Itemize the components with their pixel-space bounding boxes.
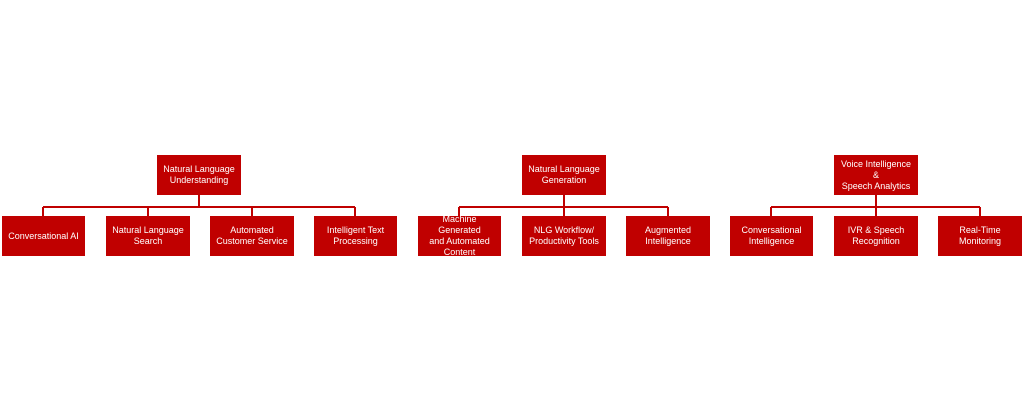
node-automated-customer-service: Automated Customer Service [210,216,294,256]
node-voice-intelligence-speech-analytics: Voice Intelligence & Speech Analytics [834,155,918,195]
node-label: Natural Language Search [112,225,184,246]
node-ivr-speech-recognition: IVR & Speech Recognition [834,216,918,256]
node-conversational-intelligence: Conversational Intelligence [730,216,813,256]
node-label: Conversational AI [8,230,79,241]
node-label: Natural Language Generation [528,164,600,185]
node-natural-language-understanding: Natural Language Understanding [157,155,241,195]
node-natural-language-generation: Natural Language Generation [522,155,606,195]
node-machine-generated-content: Machine Generated and Automated Content [418,214,501,257]
node-intelligent-text-processing: Intelligent Text Processing [314,216,397,256]
node-label: Automated Customer Service [216,225,288,246]
node-real-time-monitoring: Real-Time Monitoring [938,216,1022,256]
node-natural-language-search: Natural Language Search [106,216,190,256]
node-label: Conversational Intelligence [741,225,802,246]
node-label: Intelligent Text Processing [326,225,385,246]
node-label: IVR & Speech Recognition [847,225,905,246]
node-label: NLG Workflow/ Productivity Tools [529,225,599,246]
node-label: Voice Intelligence & Speech Analytics [840,158,912,191]
node-label: Augmented Intelligence [644,225,692,246]
node-augmented-intelligence: Augmented Intelligence [626,216,710,256]
node-label: Real-Time Monitoring [958,225,1002,246]
node-conversational-ai: Conversational AI [2,216,85,256]
node-label: Natural Language Understanding [163,164,235,185]
node-nlg-workflow-productivity-tools: NLG Workflow/ Productivity Tools [522,216,606,256]
node-label: Machine Generated and Automated Content [429,214,490,257]
